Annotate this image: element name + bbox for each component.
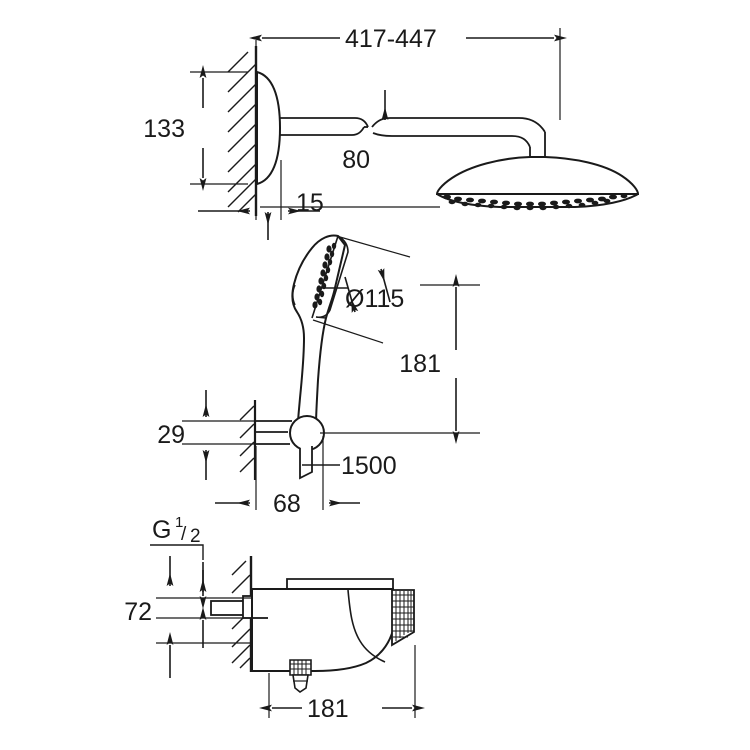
ext-line-d115-top (339, 236, 411, 258)
dim-label-417-447: 417-447 (345, 25, 437, 53)
shower-head-spray-face (436, 193, 639, 208)
head-shower-view: 417-447 133 15 80 (143, 25, 640, 240)
hand-shower-spray-face (315, 235, 349, 319)
dim-label-181-mixer: 181 (307, 695, 349, 723)
dim-label-29: 29 (157, 421, 185, 449)
shower-head-body (435, 156, 640, 195)
hand-shower-holder (256, 420, 292, 445)
dim-label-15: 15 (296, 189, 324, 217)
mixer-body-view: G 1 / 2 72 181 (124, 514, 425, 723)
dim-label-80: 80 (342, 146, 370, 174)
dim-line-d115-a (377, 268, 391, 303)
mixer-body-main (251, 588, 397, 672)
leader-g12 (150, 544, 204, 560)
dim-label-68: 68 (273, 490, 301, 518)
hand-shower-nozzles (312, 242, 337, 309)
dim-label-1500: 1500 (341, 452, 397, 480)
g12-slash: / (181, 524, 187, 545)
dim-label-g12: G 1 / 2 (152, 514, 201, 547)
wall-hatching-top (227, 51, 257, 213)
holder-lever (299, 446, 313, 480)
g12-denominator: 2 (190, 526, 201, 547)
hand-shower-grip-detail (291, 284, 296, 306)
dim-label-72: 72 (124, 598, 152, 626)
hand-shower-view: Ø115 181 29 1500 68 (157, 234, 480, 518)
mixer-body-top (286, 578, 394, 590)
wall-hatching-holder (239, 405, 255, 473)
dim-label-181-hand: 181 (399, 350, 441, 378)
mixer-body-inner-contour (347, 589, 386, 663)
dim-label-133: 133 (143, 115, 185, 143)
wall-flange-top (256, 70, 282, 186)
shower-head-nozzles (443, 193, 628, 211)
shower-head-neck (529, 132, 546, 158)
ext-line-d115-bot (312, 319, 384, 344)
g12-letter: G (152, 516, 171, 544)
mixer-side-outlet (391, 589, 415, 647)
dim-label-d115: Ø115 (345, 285, 404, 313)
shower-arm-left (279, 117, 369, 136)
hand-shower-body (291, 234, 347, 425)
g12-numerator: 1 (175, 514, 183, 531)
holder-ball-joint (289, 415, 325, 451)
dim-line-d115-b (344, 276, 359, 313)
shower-arm-right (371, 117, 546, 148)
mixer-bottom-outlet (289, 659, 312, 693)
